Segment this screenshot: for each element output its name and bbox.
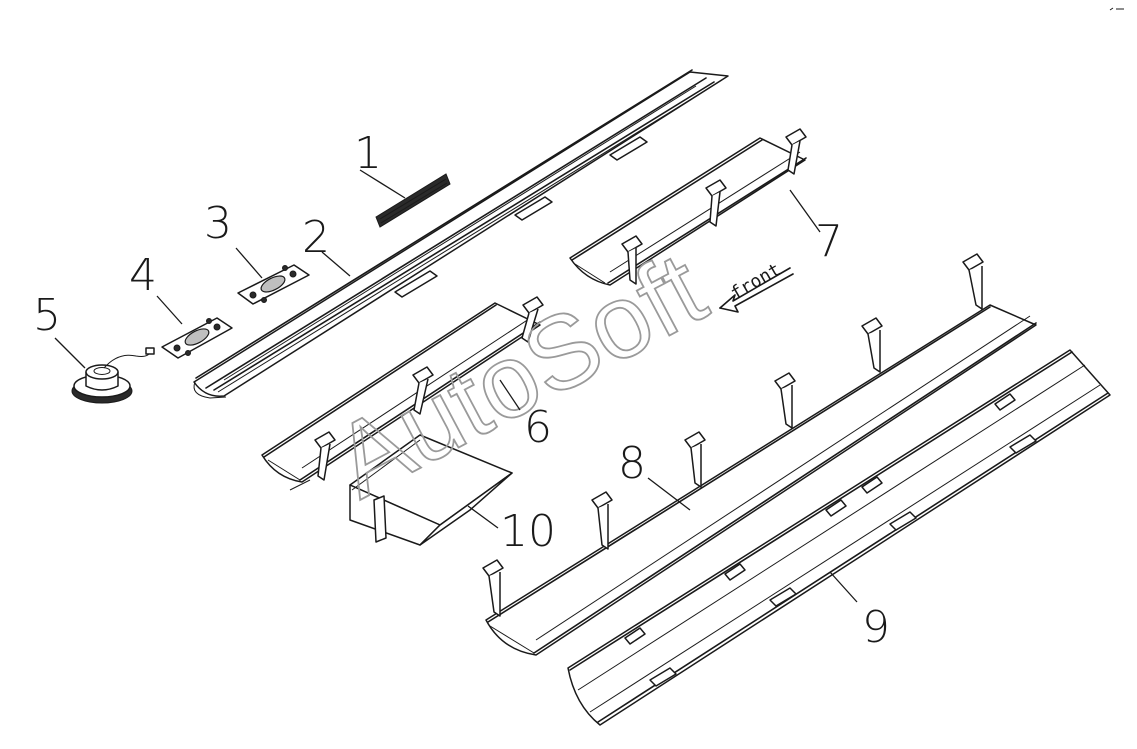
part-7-upper-trough — [569, 128, 807, 286]
corner-mark — [1109, 7, 1124, 11]
part-6-middle-trough — [261, 296, 544, 491]
part-9-bottom-channel — [567, 349, 1111, 726]
callout-3: 3 — [204, 198, 232, 249]
callout-5: 5 — [33, 290, 61, 341]
leader-lines — [54, 169, 858, 603]
callout-6: 6 — [524, 402, 552, 453]
callout-7: 7 — [815, 216, 843, 267]
part-3-switch-plate — [237, 264, 310, 305]
front-label: front — [727, 259, 784, 304]
callout-9: 9 — [862, 602, 890, 653]
callout-4: 4 — [129, 250, 157, 301]
part-10-cover-bracket — [349, 434, 513, 546]
callout-1: 1 — [354, 128, 382, 179]
front-direction-indicator: front — [719, 259, 794, 313]
part-4-switch-plate — [161, 317, 233, 359]
part-5-round-module — [71, 347, 155, 404]
callout-10: 10 — [500, 506, 556, 557]
callout-2: 2 — [302, 212, 330, 263]
part-2-long-channel — [193, 69, 729, 399]
callout-8: 8 — [618, 438, 646, 489]
part-8-long-trough — [482, 253, 1037, 656]
part-1-grille-strip — [375, 173, 451, 228]
